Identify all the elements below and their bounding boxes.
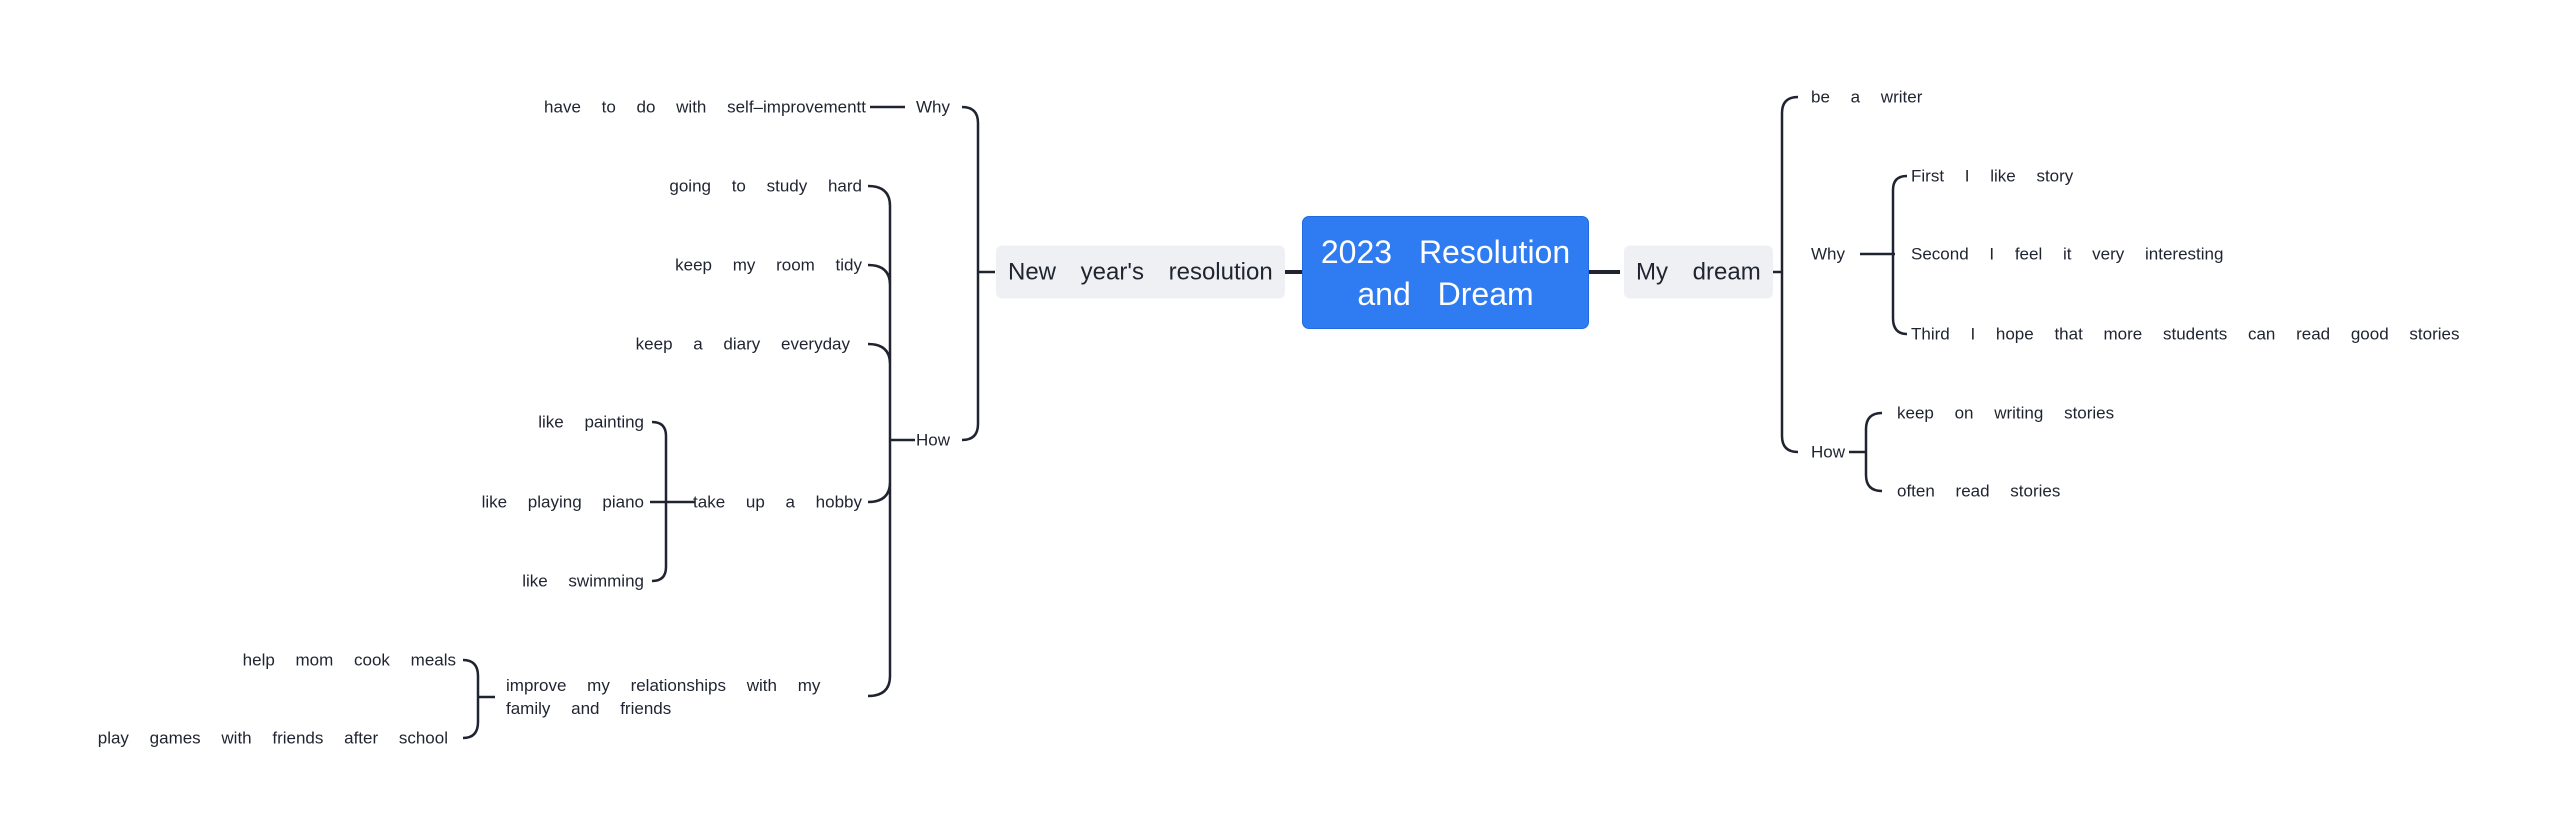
how-item-study[interactable]: going to study hard (669, 176, 862, 196)
dream-node[interactable]: be a writer (1811, 87, 1923, 107)
why-item-third[interactable]: Third I hope that more students can read… (1911, 324, 2460, 344)
connector-left-trunk (961, 105, 995, 442)
topic-my-dream[interactable]: My dream (1624, 245, 1773, 299)
relationship-item-games[interactable]: play games with friends after school (97, 728, 448, 748)
root-title: 2023 Resolution and Dream (1320, 233, 1571, 312)
how-item-reading[interactable]: often read stories (1897, 481, 2061, 501)
right-how-node[interactable]: How (1811, 442, 1846, 462)
how-item-writing[interactable]: keep on writing stories (1897, 403, 2115, 423)
connector-hobby-bracket (650, 420, 695, 583)
hobby-item-piano[interactable]: like playing piano (481, 492, 644, 512)
connector-how-bracket (867, 184, 915, 698)
connector-right-why (1860, 174, 1908, 336)
connector-relationship-bracket (462, 658, 495, 740)
relationship-item-cook[interactable]: help mom cook meals (242, 650, 456, 670)
why-item-second[interactable]: Second I feel it very interesting (1911, 244, 2224, 264)
why-item-first[interactable]: First I like story (1911, 166, 2074, 186)
connector-right-how (1849, 411, 1883, 493)
how-item-relationships[interactable]: improve my relationships with my family … (506, 676, 821, 718)
hobby-item-swimming[interactable]: like swimming (522, 571, 644, 591)
how-item-diary[interactable]: keep a diary everyday (635, 334, 850, 354)
how-item-hobby[interactable]: take up a hobby (693, 492, 862, 512)
topic-label: My dream (1636, 258, 1761, 286)
topic-label: New year's resolution (1008, 258, 1273, 286)
hobby-item-painting[interactable]: like painting (538, 412, 644, 432)
left-why-node[interactable]: Why (916, 97, 950, 117)
right-why-node[interactable]: Why (1811, 244, 1845, 264)
root-topic[interactable]: 2023 Resolution and Dream (1302, 216, 1589, 329)
topic-new-years-resolution[interactable]: New year's resolution (996, 245, 1285, 299)
left-how-node[interactable]: How (916, 430, 951, 450)
left-why-item[interactable]: have to do with self–improvementt (544, 97, 866, 117)
how-item-room[interactable]: keep my room tidy (675, 255, 862, 275)
